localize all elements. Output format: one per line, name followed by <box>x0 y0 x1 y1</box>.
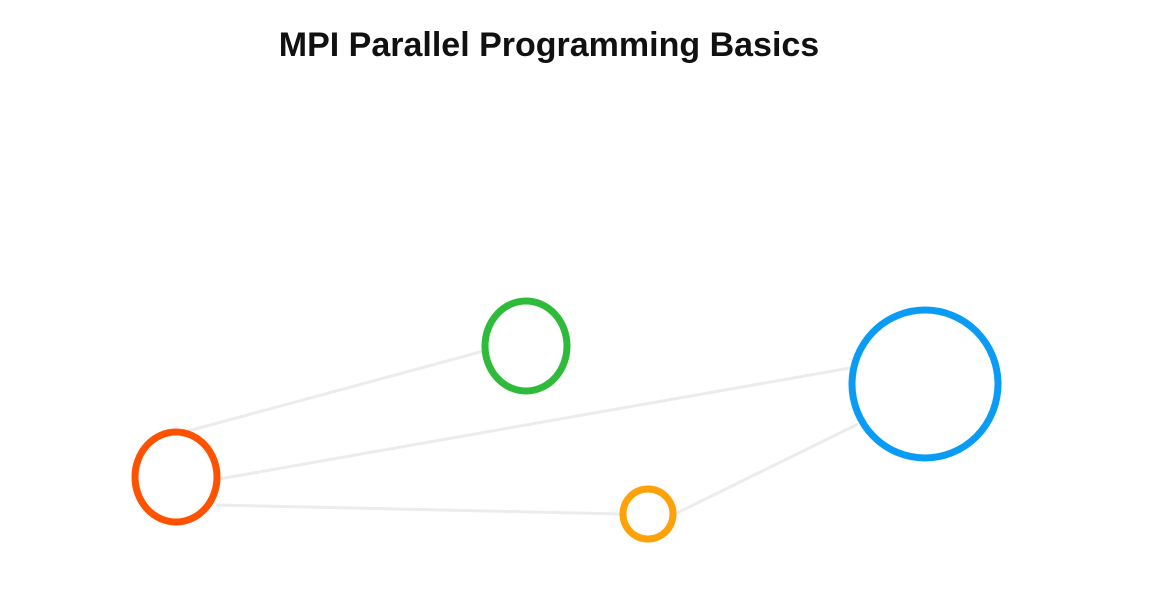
node-orange-red[interactable] <box>131 428 221 526</box>
nodes-layer <box>131 297 1002 543</box>
edge-orange-red-amber <box>215 503 623 516</box>
edge-orange-red-green <box>187 349 485 433</box>
page-title: MPI Parallel Programming Basics <box>278 26 820 64</box>
node-green[interactable] <box>481 297 571 395</box>
edges-layer <box>187 349 859 516</box>
edge-amber-blue <box>674 422 859 516</box>
edge-orange-red-blue <box>218 366 851 481</box>
node-amber[interactable] <box>619 485 677 543</box>
node-blue[interactable] <box>848 306 1002 462</box>
